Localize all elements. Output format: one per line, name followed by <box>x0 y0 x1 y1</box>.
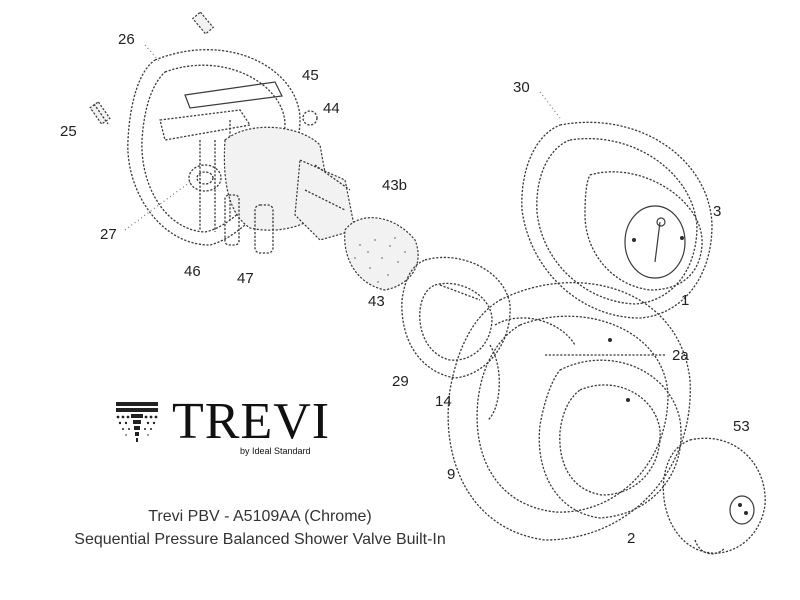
callout-47: 47 <box>237 270 254 287</box>
callout-53: 53 <box>733 418 750 435</box>
callout-3: 3 <box>713 203 721 220</box>
part-25-screw <box>89 101 111 125</box>
callout-9: 9 <box>447 466 455 483</box>
part-2-trim-ring <box>538 338 682 519</box>
part-43-cartridge <box>344 217 419 291</box>
callout-27: 27 <box>100 226 117 243</box>
part-26-screw <box>144 11 215 63</box>
callout-29: 29 <box>392 373 409 390</box>
callout-43: 43 <box>368 293 385 310</box>
trevi-logo-mark-icon <box>116 402 158 442</box>
part-53-handle <box>662 437 766 555</box>
caption-line-2: Sequential Pressure Balanced Shower Valv… <box>74 531 446 548</box>
callout-2a: 2a <box>672 347 689 364</box>
part-3-trim-plate <box>584 171 703 291</box>
trevi-logo: TREVI by Ideal Standard <box>114 394 329 462</box>
callout-43b: 43b <box>382 177 407 194</box>
brand-tagline: by Ideal Standard <box>240 446 311 456</box>
callout-45: 45 <box>302 67 319 84</box>
part-14-seal <box>487 317 576 421</box>
leader-30 <box>539 91 561 119</box>
callout-46: 46 <box>184 263 201 280</box>
callout-30: 30 <box>513 79 530 96</box>
callout-26: 26 <box>118 31 135 48</box>
callout-25: 25 <box>60 123 77 140</box>
part-29-sleeve <box>401 256 511 379</box>
caption-line-1: Trevi PBV - A5109AA (Chrome) <box>148 508 372 525</box>
callout-44: 44 <box>323 100 340 117</box>
part-43b-cartridge-gear <box>294 159 356 241</box>
brand-name: TREVI <box>172 393 331 450</box>
callout-14: 14 <box>435 393 452 410</box>
part-9-escutcheon <box>447 281 691 541</box>
callout-2: 2 <box>627 530 635 547</box>
diagram-caption: Trevi PBV - A5109AA (Chrome) Sequential … <box>0 505 520 551</box>
callout-1: 1 <box>681 292 689 309</box>
leader-27 <box>124 181 191 231</box>
part-30-cover <box>521 121 713 319</box>
